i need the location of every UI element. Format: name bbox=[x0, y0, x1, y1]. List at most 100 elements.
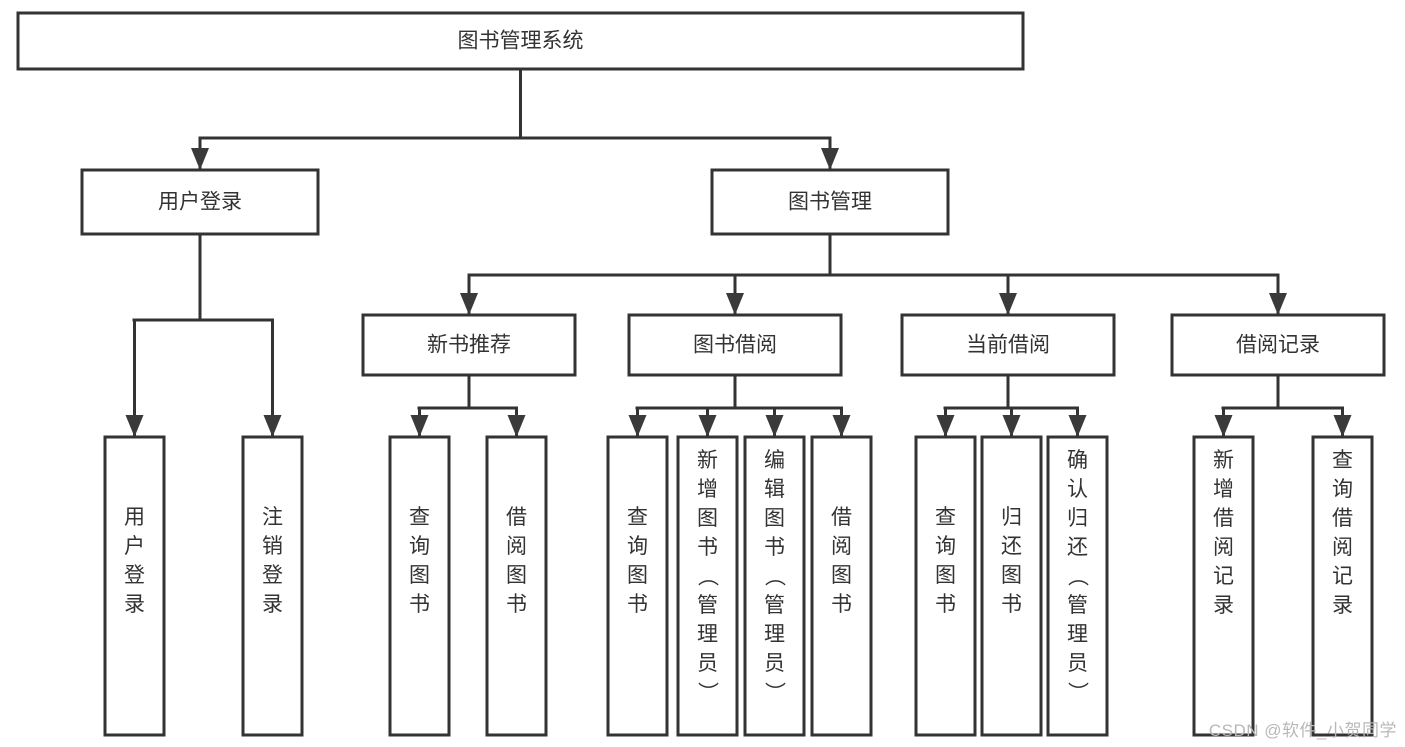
node-label-char: 记 bbox=[1332, 565, 1353, 588]
node-label-char: 询 bbox=[409, 535, 430, 558]
arrow-head-icon bbox=[1068, 415, 1087, 437]
node-label-char: 管 bbox=[697, 594, 718, 617]
arrow-head-icon bbox=[936, 415, 955, 437]
node-label-new-book-recommend: 新书推荐 bbox=[427, 334, 511, 357]
node-box-new-book-recommend[interactable] bbox=[361, 313, 577, 377]
node-label-char: 记 bbox=[1213, 565, 1234, 588]
node-label-char: 图 bbox=[506, 564, 527, 587]
node-box-root[interactable] bbox=[16, 11, 1025, 71]
node-label-user-login: 用户登录 bbox=[158, 191, 242, 214]
node-leaf-logout-login[interactable]: 注销登录注销登录 bbox=[231, 0, 315, 737]
node-label-char: 书 bbox=[409, 593, 430, 616]
node-box-leaf-user-login[interactable] bbox=[103, 435, 166, 737]
node-box-borrow-record[interactable] bbox=[1170, 313, 1386, 377]
node-box-user-login[interactable] bbox=[80, 168, 320, 236]
node-label-char: ） bbox=[1066, 682, 1089, 703]
node-box-leaf-edit-book-admin[interactable] bbox=[743, 435, 806, 737]
arrow-head-icon bbox=[999, 293, 1017, 315]
arrow-head-icon bbox=[765, 415, 784, 437]
node-box-leaf-query-borrow-record[interactable] bbox=[1311, 435, 1374, 737]
arrow-head-icon bbox=[698, 415, 717, 437]
arrow-head-icon bbox=[821, 148, 839, 170]
node-box-book-management[interactable] bbox=[710, 168, 950, 236]
arrow-head-icon bbox=[726, 293, 744, 315]
arrow-head-icon bbox=[125, 415, 144, 437]
node-label-char: 录 bbox=[262, 593, 283, 616]
arrow-head-icon bbox=[1214, 415, 1233, 437]
node-label-char: 登 bbox=[262, 564, 283, 587]
node-box-leaf-add-borrow-record[interactable] bbox=[1192, 435, 1255, 737]
node-label-book-management: 图书管理 bbox=[788, 191, 872, 214]
arrow-head-icon bbox=[628, 415, 647, 437]
node-leaf-query-book-2[interactable]: 查询图书查询图书 bbox=[596, 0, 680, 737]
node-box-leaf-query-book-3[interactable] bbox=[914, 435, 977, 737]
node-label-char: 书 bbox=[935, 593, 956, 616]
node-label-char: 员 bbox=[764, 652, 785, 675]
node-box-leaf-query-book-1[interactable] bbox=[388, 435, 451, 737]
node-book-management[interactable]: 图书管理 bbox=[710, 168, 950, 236]
arrow-head-icon bbox=[1333, 415, 1352, 437]
node-box-leaf-add-book-admin[interactable] bbox=[676, 435, 739, 737]
node-label-char: 录 bbox=[1332, 594, 1353, 617]
node-label-char: 查 bbox=[409, 506, 430, 529]
node-new-book-recommend[interactable]: 新书推荐 bbox=[361, 313, 577, 377]
node-leaf-return-book[interactable]: 归还图书归还图书 bbox=[970, 0, 1054, 737]
node-label-char: 询 bbox=[1332, 478, 1353, 501]
node-leaf-add-borrow-record[interactable]: 新增借阅记录新增借阅记录 bbox=[1161, 0, 1287, 737]
node-label-book-borrow: 图书借阅 bbox=[693, 334, 777, 357]
node-label-char: 图 bbox=[409, 564, 430, 587]
node-user-login[interactable]: 用户登录 bbox=[80, 168, 320, 236]
node-box-leaf-return-book[interactable] bbox=[980, 435, 1043, 737]
node-label-char: 注 bbox=[262, 506, 283, 529]
connectors-layer bbox=[125, 67, 1352, 439]
node-leaf-query-borrow-record[interactable]: 查询借阅记录查询借阅记录 bbox=[1280, 0, 1405, 737]
node-leaf-user-login[interactable]: 用户登录用户登录 bbox=[93, 0, 177, 737]
node-label-char: 书 bbox=[1001, 593, 1022, 616]
node-root[interactable]: 图书管理系统 bbox=[16, 11, 1025, 71]
node-label-char: 借 bbox=[831, 506, 852, 529]
node-label-char: 书 bbox=[627, 593, 648, 616]
node-box-leaf-borrow-book-2[interactable] bbox=[810, 435, 873, 737]
node-leaf-query-book-1[interactable]: 查询图书查询图书 bbox=[378, 0, 462, 737]
node-label-char: （ bbox=[1066, 566, 1089, 587]
node-box-current-borrow[interactable] bbox=[900, 313, 1116, 377]
node-box-leaf-confirm-return-admin[interactable] bbox=[1046, 435, 1109, 737]
node-book-borrow[interactable]: 图书借阅 bbox=[627, 313, 843, 377]
node-leaf-borrow-book-1[interactable]: 借阅图书借阅图书 bbox=[475, 0, 559, 737]
arrow-head-icon bbox=[191, 148, 209, 170]
arrow-head-icon bbox=[410, 415, 429, 437]
arrow-head-icon bbox=[507, 415, 526, 437]
node-leaf-query-book-3[interactable]: 查询图书查询图书 bbox=[904, 0, 988, 737]
node-label-char: 增 bbox=[1213, 478, 1234, 501]
node-box-book-borrow[interactable] bbox=[627, 313, 843, 377]
node-label-char: 书 bbox=[764, 536, 785, 559]
node-label-char: 书 bbox=[506, 593, 527, 616]
node-label-char: 户 bbox=[124, 535, 145, 558]
node-label-char: ） bbox=[763, 682, 786, 703]
arrow-head-icon bbox=[263, 415, 282, 437]
node-box-leaf-query-book-2[interactable] bbox=[606, 435, 669, 737]
node-borrow-record[interactable]: 借阅记录 bbox=[1170, 313, 1386, 377]
node-label-char: 归 bbox=[1067, 507, 1088, 530]
node-box-leaf-borrow-book-1[interactable] bbox=[485, 435, 548, 737]
node-current-borrow[interactable]: 当前借阅 bbox=[900, 313, 1116, 377]
node-label-char: 借 bbox=[1332, 507, 1353, 530]
node-label-char: （ bbox=[763, 566, 786, 587]
node-label-char: 录 bbox=[1213, 594, 1234, 617]
node-label-char: 认 bbox=[1067, 478, 1088, 501]
node-label-char: 归 bbox=[1001, 506, 1022, 529]
node-box-leaf-logout-login[interactable] bbox=[241, 435, 304, 737]
node-leaf-borrow-book-2[interactable]: 借阅图书借阅图书 bbox=[800, 0, 884, 737]
node-label-char: 登 bbox=[124, 564, 145, 587]
node-label-char: 录 bbox=[124, 593, 145, 616]
node-label-char: 用 bbox=[124, 506, 145, 529]
node-label-char: 图 bbox=[627, 564, 648, 587]
node-label-char: 询 bbox=[935, 535, 956, 558]
node-label-char: 图 bbox=[935, 564, 956, 587]
arrow-head-icon bbox=[832, 415, 851, 437]
node-label-char: 编 bbox=[764, 449, 785, 472]
